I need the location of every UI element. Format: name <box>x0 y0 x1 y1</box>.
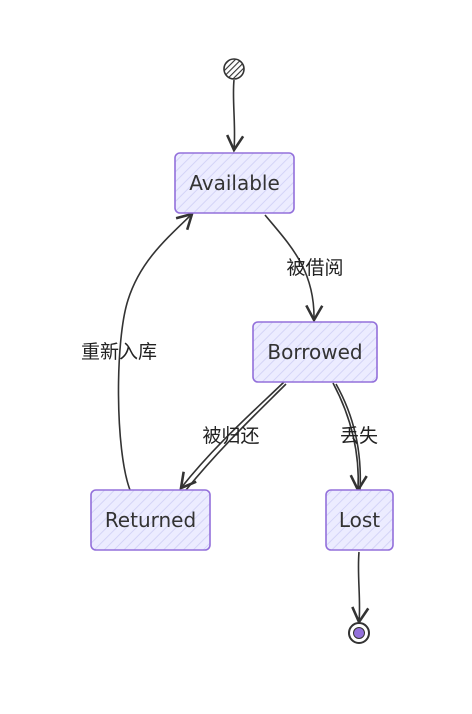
edge-borrowed-lost <box>332 382 368 493</box>
edge-available-borrowed <box>264 214 324 323</box>
edge-label-return: 被归还 <box>202 425 259 447</box>
edge-label-restock: 重新入库 <box>81 341 157 363</box>
edge-label-lost: 丢失 <box>340 425 378 447</box>
state-label-borrowed: Borrowed <box>267 340 362 364</box>
start-node <box>223 58 245 80</box>
state-returned: Returned <box>90 489 211 551</box>
state-borrowed: Borrowed <box>252 321 378 383</box>
state-label-lost: Lost <box>339 508 380 532</box>
end-node <box>348 622 370 644</box>
edge-returned-available <box>117 212 194 491</box>
state-available: Available <box>174 152 295 214</box>
state-label-returned: Returned <box>105 508 196 532</box>
state-lost: Lost <box>325 489 394 551</box>
edge-borrowed-lost-sketch <box>335 383 362 491</box>
state-label-available: Available <box>189 171 280 195</box>
edge-label-borrow: 被借阅 <box>286 257 343 279</box>
edge-start-available <box>226 79 245 153</box>
edge-borrowed-returned <box>179 381 285 491</box>
edge-borrowed-returned-sketch <box>185 383 287 491</box>
edge-lost-end <box>351 551 370 625</box>
